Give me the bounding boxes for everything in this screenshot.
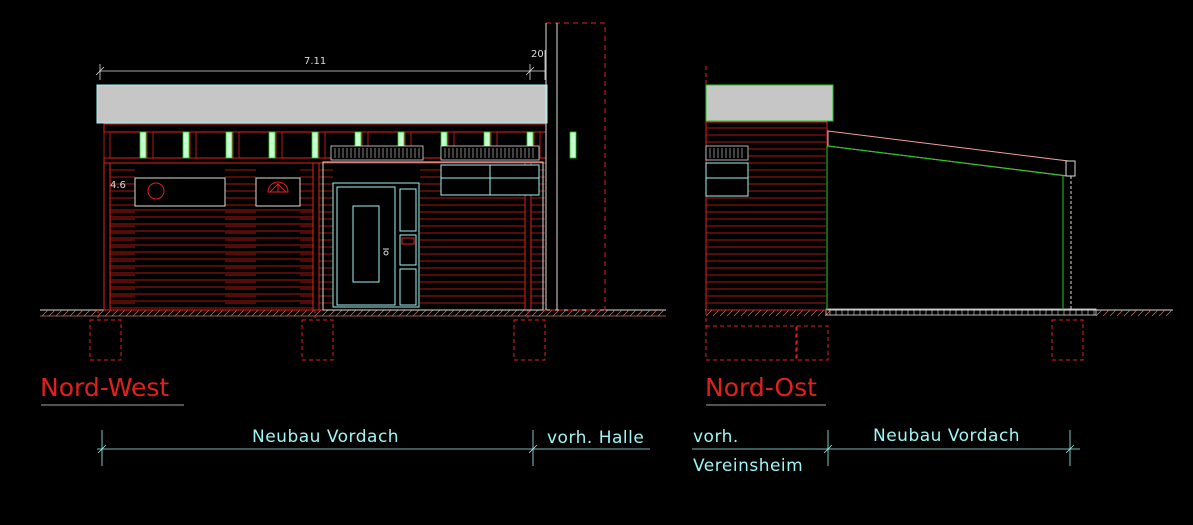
post-middle [312, 159, 320, 311]
paving-strip [829, 309, 1095, 315]
side-panel-mid [399, 234, 417, 266]
label-new-canopy-right: Neubau Vordach [873, 426, 1021, 446]
fan-window [267, 181, 289, 193]
roof-fascia-west [96, 84, 548, 124]
label-existing-clubhouse-line2: Vereinsheim [693, 456, 804, 476]
existing-hall-outline [545, 22, 606, 311]
round-window-panel [134, 177, 226, 207]
door-glass [352, 205, 380, 283]
foundation-east-1 [705, 325, 797, 361]
foundation-east-2 [796, 325, 829, 361]
foundation-1 [89, 319, 122, 361]
rafter-ends [103, 131, 577, 159]
door-handle-icon [383, 250, 389, 256]
label-existing-clubhouse-line1: vorh. [693, 427, 739, 447]
bottom-dimensions [97, 430, 1080, 466]
label-existing-hall: vorh. Halle [547, 428, 645, 448]
shutter-box-east [705, 145, 749, 161]
roof-fascia-east [705, 84, 834, 122]
round-window [147, 182, 165, 200]
view-title-north-east: Nord-Ost [705, 373, 817, 402]
view-title-north-west: Nord-West [40, 373, 170, 402]
foundation-2 [301, 319, 334, 361]
door-sign [401, 237, 415, 245]
height-mark: 4.6 [110, 180, 126, 191]
foundation-east-3 [1051, 319, 1084, 361]
north-east-elevation [705, 66, 1173, 361]
side-panel-top [399, 188, 417, 232]
ground-hatch-west [40, 309, 666, 317]
dimension-overall-width: 7.11 [304, 56, 327, 67]
dimension-wall-offset: 20 [531, 49, 544, 60]
shutter-boxes-west [330, 145, 540, 161]
window-east [705, 162, 749, 197]
label-new-canopy-left: Neubau Vordach [252, 427, 400, 447]
side-panel-bottom [399, 268, 417, 306]
ground-hatch-east [705, 309, 1173, 317]
wall-siding-east [706, 127, 826, 304]
canopy-roof [827, 130, 1069, 177]
north-west-elevation [40, 22, 666, 361]
door-leaf [336, 186, 396, 306]
foundation-3 [513, 319, 546, 361]
